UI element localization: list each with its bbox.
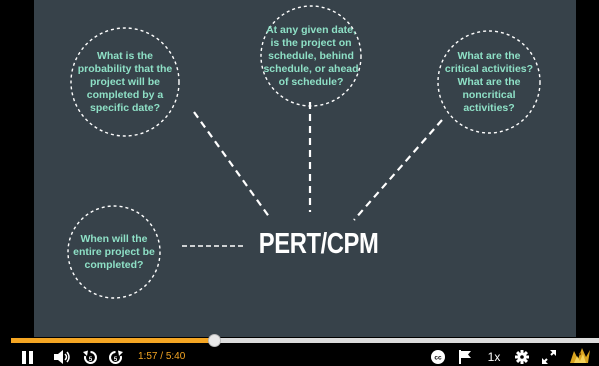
bubble-probability-line: completed by a xyxy=(86,88,164,101)
svg-text:5: 5 xyxy=(88,357,92,363)
bubble-completion-outline xyxy=(67,205,161,299)
connector-lines xyxy=(67,5,541,299)
playback-speed-button[interactable]: 1x xyxy=(487,350,501,364)
fullscreen-icon xyxy=(542,350,556,364)
settings-icon xyxy=(515,350,529,364)
slide-title: PERT/CPM xyxy=(258,228,379,260)
settings-button[interactable] xyxy=(514,349,530,365)
player-controls: 5 5 1:57 / 5:40 cc xyxy=(0,334,599,366)
bubble-probability: What is the probability that the project… xyxy=(71,28,179,136)
rewind-icon: 5 xyxy=(82,350,97,364)
bubble-schedule-line: At any given date, xyxy=(266,23,356,36)
logo-icon xyxy=(570,348,590,363)
captions-button[interactable]: cc xyxy=(430,349,446,365)
bubble-completion-line: entire project be xyxy=(73,245,155,258)
pause-icon xyxy=(22,350,33,364)
forward-button[interactable]: 5 xyxy=(107,349,123,365)
svg-text:cc: cc xyxy=(434,355,442,362)
volume-icon xyxy=(53,350,70,364)
forward-icon: 5 xyxy=(108,350,123,364)
pause-button[interactable] xyxy=(20,349,36,365)
bubble-critical-line: activities? xyxy=(463,101,515,114)
bubble-completion-line: completed? xyxy=(84,258,144,271)
flag-icon xyxy=(458,350,471,364)
brand-logo[interactable] xyxy=(568,345,592,365)
bubble-probability-line: specific date? xyxy=(89,101,161,114)
connector-critical xyxy=(353,119,443,221)
slide-canvas: What is the probability that the project… xyxy=(34,0,576,337)
bubble-schedule: At any given date, is the project on sch… xyxy=(261,6,361,106)
bubble-critical: What are the critical activities? What a… xyxy=(438,31,540,133)
time-display: 1:57 / 5:40 xyxy=(138,351,185,362)
bubble-critical-line: critical activities? xyxy=(444,62,534,75)
bubble-completion-line: When will the xyxy=(80,232,148,245)
rewind-button[interactable]: 5 xyxy=(82,349,98,365)
total-time: 5:40 xyxy=(165,351,186,362)
progress-fill xyxy=(11,338,214,343)
connector-probability xyxy=(193,111,271,219)
bubble-critical-line: What are the xyxy=(457,75,521,88)
bubble-schedule-line: of schedule? xyxy=(278,75,344,88)
time-separator: / xyxy=(160,351,164,362)
volume-button[interactable] xyxy=(53,349,71,365)
cc-icon: cc xyxy=(431,350,445,364)
bubble-schedule-line: schedule, behind xyxy=(268,49,354,62)
bubble-schedule-line: is the project on xyxy=(270,36,352,49)
bubble-critical-line: noncritical xyxy=(462,88,516,101)
bubble-schedule-outline xyxy=(260,5,362,107)
bubble-critical-outline xyxy=(437,30,541,134)
bubble-probability-outline xyxy=(70,27,180,137)
bubble-probability-line: What is the xyxy=(96,49,153,62)
progress-bar[interactable] xyxy=(11,338,599,343)
bubble-completion: When will the entire project be complete… xyxy=(68,206,160,298)
bubble-probability-line: probability that the xyxy=(77,62,173,75)
bubble-critical-line: What are the xyxy=(457,49,521,62)
bubble-schedule-line: schedule, or ahead xyxy=(263,62,359,75)
flag-button[interactable] xyxy=(457,349,473,365)
current-time: 1:57 xyxy=(138,351,158,362)
svg-text:5: 5 xyxy=(113,357,117,363)
fullscreen-button[interactable] xyxy=(541,349,557,365)
progress-scrubber[interactable] xyxy=(208,334,221,347)
bubble-probability-line: project will be xyxy=(89,75,160,88)
